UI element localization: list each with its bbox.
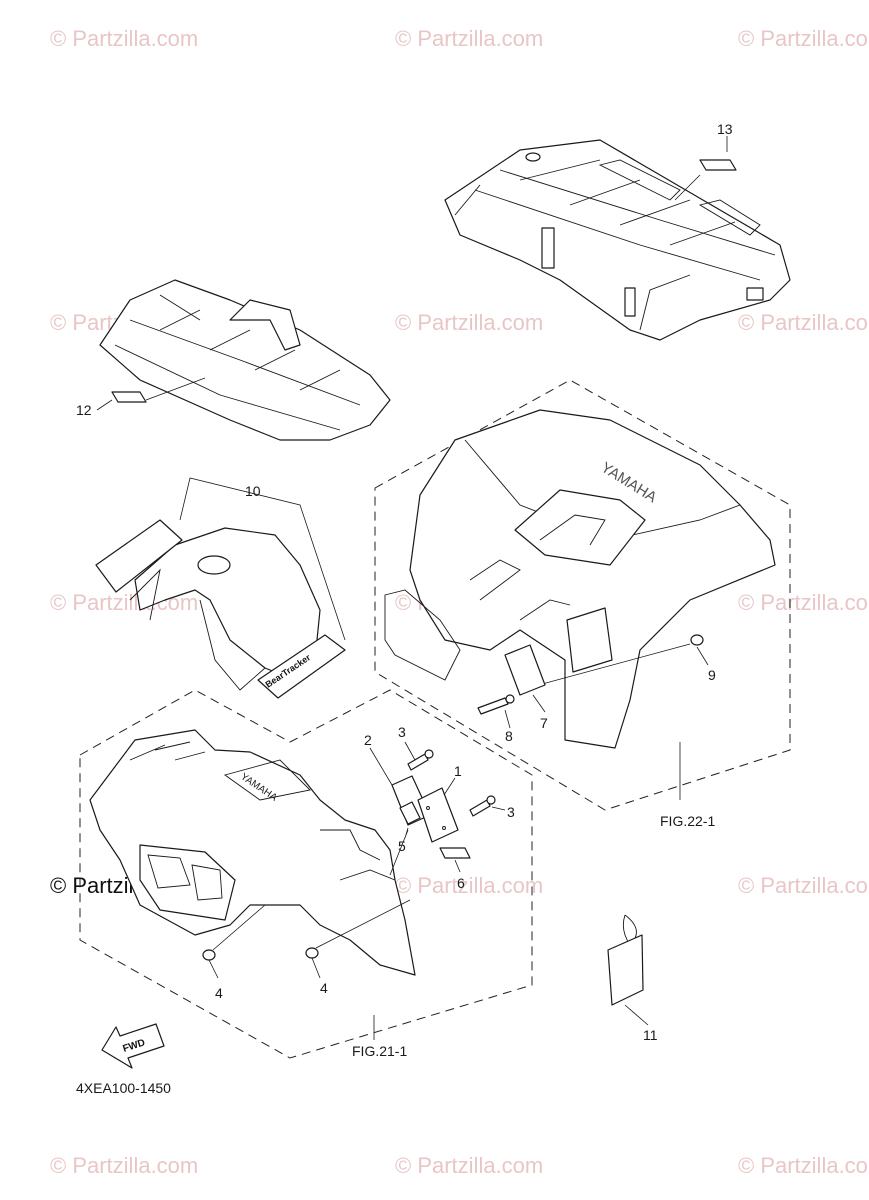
leader-line — [96, 377, 206, 411]
label-tag-11[interactable] — [607, 914, 644, 1006]
callout-3-right[interactable]: 3 — [507, 804, 515, 820]
leader-line — [504, 709, 511, 729]
rear-carrier[interactable] — [444, 139, 791, 341]
damper-9[interactable] — [690, 634, 704, 646]
callout-3-top[interactable]: 3 — [398, 724, 406, 740]
callout-6[interactable]: 6 — [457, 875, 465, 891]
callout-4-left[interactable]: 4 — [215, 985, 223, 1001]
watermark: © Partzilla.com — [738, 310, 869, 335]
callout-4-right[interactable]: 4 — [320, 980, 328, 996]
damper-4-right[interactable] — [305, 947, 319, 959]
leader-line — [179, 477, 346, 641]
callout-9[interactable]: 9 — [708, 667, 716, 683]
decal-10-panel[interactable] — [95, 519, 183, 593]
plate-7[interactable] — [504, 644, 546, 696]
rear-fender[interactable]: YAMAHA — [384, 409, 776, 749]
watermark: © Partzilla.com — [738, 26, 869, 51]
callout-5[interactable]: 5 — [398, 838, 406, 854]
decal-12[interactable] — [111, 391, 147, 403]
front-carrier[interactable] — [99, 279, 391, 441]
callout-1[interactable]: 1 — [454, 763, 462, 779]
watermark: © Partzilla.com — [50, 26, 198, 51]
leader-line — [532, 694, 546, 713]
watermark: © Partzilla.com — [395, 310, 543, 335]
front-fender-group-box — [79, 689, 533, 1059]
leader-line — [624, 1004, 649, 1026]
callout-7[interactable]: 7 — [540, 715, 548, 731]
watermark: © Partzilla.com — [50, 1153, 198, 1178]
watermark: © Partzilla.com — [395, 873, 543, 898]
watermark: © Partzilla.com — [738, 1153, 869, 1178]
callout-8[interactable]: 8 — [505, 728, 513, 744]
callout-10[interactable]: 10 — [245, 483, 261, 499]
front-fender[interactable]: YAMAHA — [89, 729, 416, 976]
fwd-arrow: FWD — [101, 1023, 165, 1069]
side-cover[interactable] — [129, 527, 321, 691]
decal-13[interactable] — [699, 159, 737, 171]
diagram-code: 4XEA100-1450 — [76, 1080, 171, 1096]
rivet-3-top[interactable] — [407, 749, 434, 771]
rear-fender-group-box — [374, 379, 791, 811]
rivet-8[interactable] — [477, 694, 515, 715]
leader-line — [519, 643, 709, 691]
watermark: © Partzilla.com — [738, 873, 869, 898]
watermark: © Partzilla.com — [395, 1153, 543, 1178]
plate-1[interactable] — [417, 787, 459, 843]
watermark: © Partzilla.com — [738, 590, 869, 615]
leader-line — [369, 741, 506, 876]
callout-11[interactable]: 11 — [643, 1027, 658, 1043]
fig-22-1[interactable]: FIG.22-1 — [660, 813, 715, 829]
watermark: © Partzilla.com — [395, 26, 543, 51]
rivet-3-right[interactable] — [469, 795, 496, 817]
decal-6[interactable] — [439, 847, 471, 859]
leader-line — [208, 899, 411, 979]
callout-12[interactable]: 12 — [76, 402, 92, 418]
callout-13[interactable]: 13 — [717, 121, 733, 137]
damper-4-left[interactable] — [202, 949, 216, 961]
callout-2[interactable]: 2 — [364, 732, 372, 748]
leader-line — [674, 136, 728, 201]
fig-21-1[interactable]: FIG.21-1 — [352, 1043, 407, 1059]
decal-5[interactable] — [399, 801, 421, 825]
